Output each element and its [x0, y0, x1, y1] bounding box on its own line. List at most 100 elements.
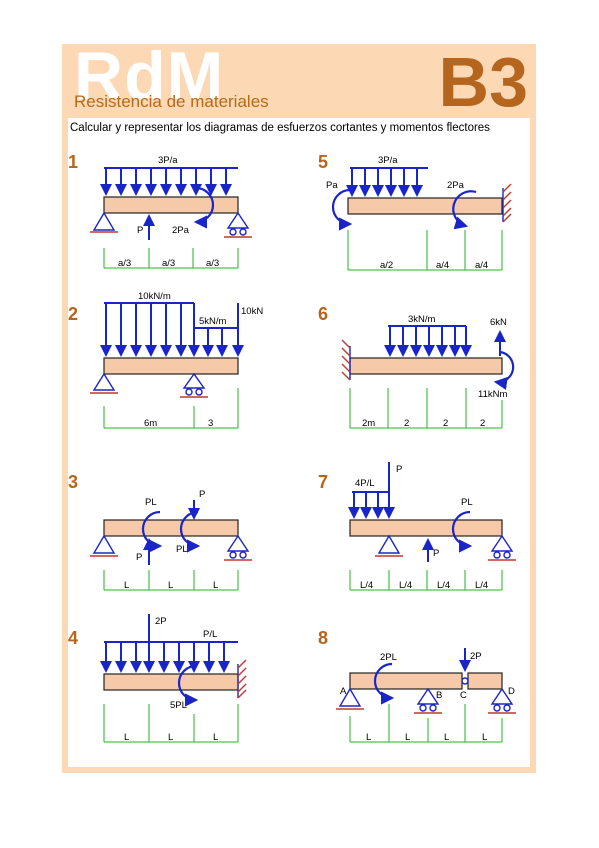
beam-1 [103, 196, 239, 214]
logo: RdM [74, 38, 225, 114]
dimension-label: L [124, 732, 129, 743]
dimension-label: 3 [208, 418, 213, 429]
problem-number-3: 3 [68, 472, 78, 492]
moment-arrow [373, 662, 395, 705]
roller-support [416, 687, 440, 705]
point-load-label: P [136, 552, 142, 563]
dimension-label: a/3 [206, 258, 219, 269]
distributed-load-5 [346, 167, 428, 197]
point-load-label: 2P [155, 616, 167, 627]
dimension-label: 2 [443, 418, 448, 429]
beam-7 [349, 519, 503, 537]
problem-number-2: 2 [68, 304, 78, 324]
point-load-label: P [433, 548, 439, 559]
dimension-label: a/2 [380, 260, 393, 271]
problem-1: 1 3P/a P 2Pa a/3 a/3 a/3 [68, 152, 252, 269]
dimension-label: 2 [480, 418, 485, 429]
moment-label: 2PL [380, 652, 397, 663]
problem-number-8: 8 [318, 628, 328, 648]
distributed-load-7 [348, 491, 388, 519]
dimension-label: L [168, 732, 173, 743]
dimension-label: L/4 [360, 580, 373, 591]
fixed-support [237, 659, 247, 699]
problem-5: 5 3P/a Pa 2Pa a/2 a/4 a/4 [318, 152, 512, 271]
dimension-label: L/4 [437, 580, 450, 591]
dimension-label: L [213, 732, 218, 743]
moment-arrow [493, 350, 515, 390]
problem-4: 4 2P P/L 5PL L L L [68, 614, 247, 743]
support-label-c: C [460, 690, 467, 701]
beam-6 [349, 357, 503, 375]
dimension-label: L [405, 732, 410, 743]
pin-support [92, 534, 116, 554]
moment-arrow [331, 188, 353, 231]
beam-4 [103, 673, 239, 691]
beam-2 [103, 357, 239, 375]
problem-7: 7 4P/L P PL P L/4 L/4 L/4 L/4 [318, 462, 516, 591]
hinge-c [461, 677, 469, 685]
dimension-label: L/4 [399, 580, 412, 591]
beam-3 [103, 519, 239, 537]
moment-label: 11kNm [478, 389, 507, 400]
distributed-load-4 [100, 641, 238, 673]
roller-support [182, 372, 206, 389]
load-label: 3kN/m [408, 314, 436, 325]
beam-8-right [467, 672, 503, 690]
point-load-label: P [199, 489, 205, 500]
pin-support [338, 687, 362, 707]
pin-support [92, 211, 116, 231]
load-label: 5kN/m [199, 316, 227, 327]
load-label: P/L [203, 629, 217, 640]
dimension-label: a/4 [475, 260, 488, 271]
beam-8-left [349, 672, 463, 690]
moment-arrow [177, 664, 199, 707]
sheet-code: B3 [438, 43, 528, 121]
problem-number-6: 6 [318, 304, 328, 324]
problem-number-5: 5 [318, 152, 328, 172]
problem-number-4: 4 [68, 628, 78, 648]
pin-support [377, 534, 401, 554]
roller-support [490, 534, 514, 552]
moment-label: 2Pa [447, 180, 465, 191]
point-load-label: P [137, 225, 143, 236]
moment-arrow [452, 190, 477, 230]
dimension-label: a/3 [162, 258, 175, 269]
dimension-label: a/4 [436, 260, 449, 271]
dimension-label: a/3 [118, 258, 131, 269]
problem-number-7: 7 [318, 472, 328, 492]
support-label-a: A [340, 686, 347, 697]
point-load-label: 6kN [490, 317, 507, 328]
load-label: 10kN/m [138, 291, 171, 302]
dimension-label: L [213, 580, 218, 591]
moment-arrow [193, 186, 215, 229]
moment-label: 2Pa [172, 225, 190, 236]
instruction: Calcular y representar los diagramas de … [70, 122, 490, 134]
problem-2: 2 10kN/m 5kN/m 10kN 6m 3 [68, 291, 263, 429]
fixed-support [502, 183, 512, 223]
dimension-label: L [366, 732, 371, 743]
moment-arrow [179, 510, 201, 553]
roller-support [226, 211, 250, 229]
dimension-label: 2m [362, 418, 375, 429]
dimension-label: L [444, 732, 449, 743]
moment-arrow [451, 510, 473, 553]
point-load-label: 10kN [241, 306, 263, 317]
roller-support [226, 534, 250, 552]
dimension-label: L [168, 580, 173, 591]
moment-label: 5PL [170, 700, 187, 711]
dimension-label: L/4 [475, 580, 488, 591]
fixed-support [341, 339, 351, 381]
content-area [68, 118, 530, 767]
dimension-label: 6m [144, 418, 157, 429]
support-label-b: B [436, 690, 442, 701]
problem-3: 3 PL P P PL L L L [68, 472, 252, 591]
distributed-load-6 [384, 325, 472, 357]
load-label: 4P/L [355, 478, 375, 489]
pin-support [92, 372, 116, 391]
distributed-load-2 [100, 302, 244, 357]
moment-label: PL [176, 544, 188, 555]
roller-support [490, 687, 514, 705]
problem-number-1: 1 [68, 152, 78, 172]
exercise-sheet: RdM Resistencia de materiales B3 Calcula… [62, 38, 536, 773]
subtitle: Resistencia de materiales [74, 92, 269, 111]
